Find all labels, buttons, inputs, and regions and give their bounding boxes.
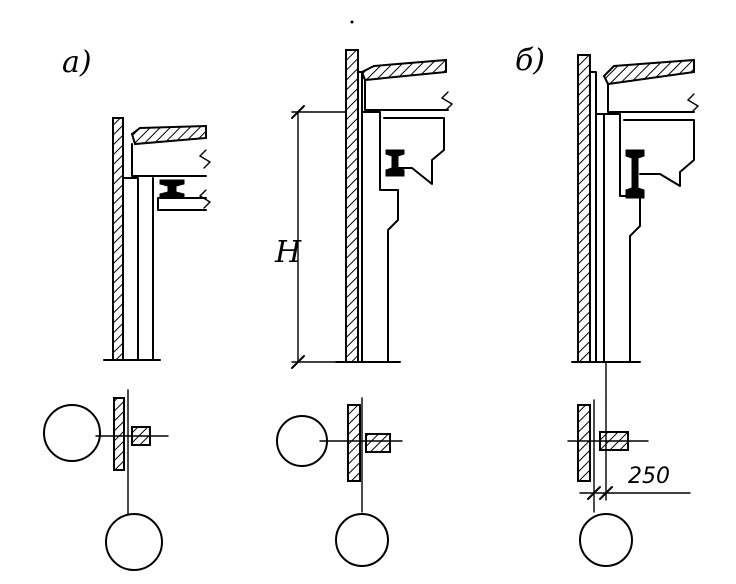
variant-a-plan [43, 389, 169, 571]
wall-panel-mid [345, 49, 359, 363]
middle-plan [276, 397, 403, 567]
break-line-a2 [198, 189, 212, 209]
crane-rail-mid [385, 149, 405, 177]
stray-mark [350, 20, 354, 24]
column-a [122, 177, 154, 361]
break-line-mid [440, 91, 454, 111]
roof-beam-a [131, 143, 207, 177]
plan-wall-mid [347, 404, 361, 482]
dim-tick-250-left [587, 486, 601, 500]
wall-panel-a [112, 117, 124, 361]
dim-tick-bottom [291, 355, 305, 369]
break-line-a [198, 149, 212, 169]
axis-marker-b-bottom [579, 513, 633, 567]
offset-label: 250 [628, 464, 670, 489]
column-mid [357, 71, 399, 363]
roof-slab-b [602, 58, 695, 86]
variant-b-plan: 250 [567, 399, 691, 567]
height-label: H [274, 235, 302, 270]
plan-wall-a [113, 397, 125, 471]
crane-beam-mid [383, 117, 445, 185]
dim-tick-250-right [599, 486, 613, 500]
column-b [589, 71, 641, 363]
plan-column-mid [365, 433, 391, 453]
crane-rail-a [159, 179, 185, 199]
variant-a-label: а) [62, 45, 92, 80]
crane-rail-b [625, 149, 645, 199]
middle-elevation: H [274, 49, 454, 369]
crane-beam-a [157, 197, 207, 211]
axis-marker-a-bottom [105, 513, 163, 571]
roof-slab-a [130, 124, 207, 146]
dim-tick-top [291, 105, 305, 119]
variant-b-elevation: б) [515, 43, 700, 401]
break-line-b [686, 93, 700, 113]
variant-a-elevation: а) [62, 45, 212, 361]
roof-beam-b [607, 83, 695, 113]
axis-marker-a-left [43, 404, 101, 462]
wall-panel-b [577, 54, 591, 363]
crane-beam-b [623, 119, 695, 187]
roof-beam-mid [364, 79, 449, 111]
roof-slab-mid [360, 58, 447, 82]
plan-wall-b [577, 404, 591, 482]
axis-marker-mid-left [276, 415, 328, 467]
variant-b-label: б) [515, 43, 545, 78]
axis-marker-mid-bottom [335, 513, 389, 567]
